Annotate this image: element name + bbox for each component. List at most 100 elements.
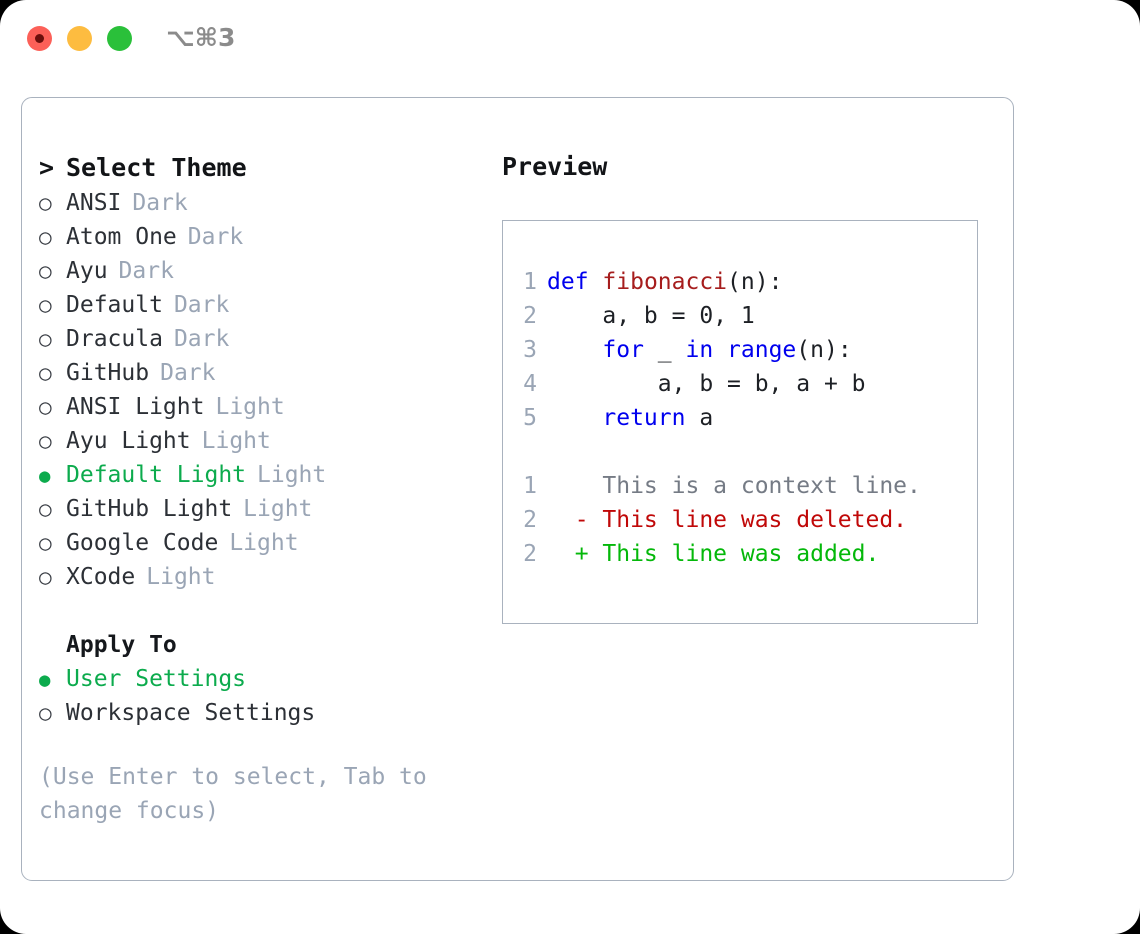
code-diff-separator	[503, 435, 977, 469]
code-token: a	[685, 405, 714, 431]
radio-unselected-icon[interactable]: ○	[39, 497, 52, 521]
window-controls	[27, 26, 132, 51]
radio-unselected-icon[interactable]: ○	[39, 293, 52, 317]
theme-name: Ayu Light	[66, 428, 191, 454]
code-text: a, b = b, a + b	[547, 367, 866, 401]
radio-selected-icon[interactable]: ●	[39, 669, 51, 691]
theme-list-item[interactable]: ○ Atom One Dark	[39, 220, 499, 254]
line-number: 2	[523, 541, 537, 567]
diff-line: 1 This is a context line.	[503, 469, 977, 503]
diff-line: 2 + This line was added.	[503, 537, 977, 571]
code-token	[589, 269, 603, 295]
theme-name: XCode	[66, 564, 136, 590]
apply-to-option-label: Workspace Settings	[66, 700, 316, 726]
theme-variant-tag: Light	[215, 394, 285, 420]
radio-unselected-icon[interactable]: ○	[39, 327, 52, 351]
theme-name: Default Light	[66, 462, 247, 488]
radio-unselected-icon[interactable]: ○	[39, 531, 52, 555]
code-text: return a	[547, 401, 713, 435]
code-token	[547, 405, 602, 431]
line-number: 2	[523, 507, 537, 533]
close-button[interactable]	[27, 26, 52, 51]
prompt-caret-icon: >	[39, 153, 55, 182]
theme-variant-tag: Dark	[173, 326, 230, 352]
keyboard-hint-text: (Use Enter to select, Tab to change focu…	[39, 764, 427, 824]
theme-name: GitHub Light	[66, 496, 233, 522]
code-line: 4 a, b = b, a + b	[503, 367, 977, 401]
theme-variant-tag: Light	[257, 462, 327, 488]
theme-variant-tag: Dark	[187, 224, 244, 250]
apply-to-option[interactable]: ● User Settings	[39, 662, 499, 696]
radio-unselected-icon[interactable]: ○	[39, 191, 52, 215]
apply-to-title: Apply To	[66, 632, 177, 658]
radio-unselected-icon[interactable]: ○	[39, 225, 52, 249]
line-number: 5	[523, 405, 537, 431]
apply-to-list[interactable]: ● User Settings ○ Workspace Settings	[39, 662, 499, 730]
diff-text: + This line was added.	[547, 541, 880, 567]
apply-to-option-label: User Settings	[66, 666, 247, 692]
theme-name: Dracula	[66, 326, 163, 352]
theme-name: Atom One	[66, 224, 177, 250]
theme-variant-tag: Dark	[173, 292, 230, 318]
line-number: 4	[523, 371, 537, 397]
code-text: for _ in range(n):	[547, 333, 852, 367]
radio-unselected-icon[interactable]: ○	[39, 361, 52, 385]
code-line: 3 for _ in range(n):	[503, 333, 977, 367]
line-number: 1	[523, 473, 537, 499]
select-theme-title: Select Theme	[66, 153, 247, 182]
line-number: 3	[523, 337, 537, 363]
list-spacer	[39, 594, 499, 628]
preview-title: Preview	[502, 152, 608, 181]
theme-variant-tag: Light	[201, 428, 271, 454]
maximize-button[interactable]	[107, 26, 132, 51]
apply-to-header: ○Apply To	[39, 628, 499, 662]
code-token: (n):	[727, 269, 783, 295]
theme-name: ANSI	[66, 190, 122, 216]
code-line: 5 return a	[503, 401, 977, 435]
code-token	[547, 337, 602, 363]
radio-unselected-icon[interactable]: ○	[39, 701, 52, 725]
code-token: for	[602, 337, 644, 363]
theme-variant-tag: Light	[243, 496, 313, 522]
diff-text: This is a context line.	[547, 473, 921, 499]
diff-line: 2 - This line was deleted.	[503, 503, 977, 537]
theme-variant-tag: Dark	[160, 360, 216, 386]
line-number: 2	[523, 303, 537, 329]
apply-to-bullet-spacer: ○	[39, 628, 66, 662]
radio-unselected-icon[interactable]: ○	[39, 395, 52, 419]
code-token: (n):	[796, 337, 852, 363]
code-token: fibonacci	[602, 269, 728, 295]
code-token: _	[643, 337, 686, 363]
theme-list-item[interactable]: ● Default Light Light	[39, 458, 499, 492]
code-token: def	[547, 269, 589, 295]
theme-list-item[interactable]: ○ Ayu Light Light	[39, 424, 499, 458]
radio-unselected-icon[interactable]: ○	[39, 259, 52, 283]
radio-unselected-icon[interactable]: ○	[39, 429, 52, 453]
radio-unselected-icon[interactable]: ○	[39, 565, 52, 589]
diff-sample: 1 This is a context line.2 - This line w…	[503, 469, 977, 571]
minimize-button[interactable]	[67, 26, 92, 51]
theme-list-item[interactable]: ○ Dracula Dark	[39, 322, 499, 356]
radio-selected-icon[interactable]: ●	[39, 465, 51, 487]
title-bar: ⌥⌘3	[0, 0, 1140, 78]
code-token: return	[602, 405, 686, 431]
code-text: def fibonacci(n):	[547, 265, 782, 299]
code-token	[713, 337, 727, 363]
theme-name: Ayu	[66, 258, 108, 284]
theme-list-item[interactable]: ○ GitHub Light Light	[39, 492, 499, 526]
apply-to-option[interactable]: ○ Workspace Settings	[39, 696, 499, 730]
